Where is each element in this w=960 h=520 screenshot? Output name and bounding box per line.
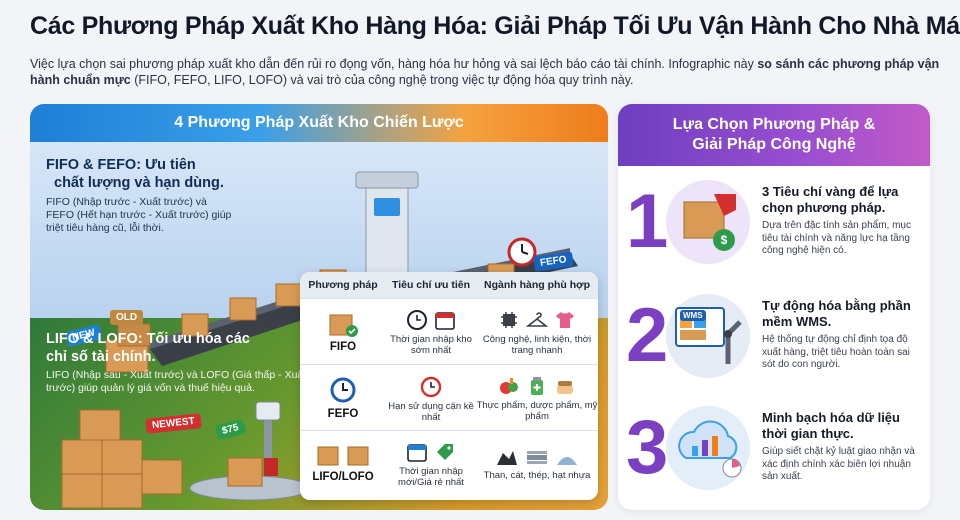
fifo-fefo-title: FIFO & FEFO: Ưu tiên chất lượng và hạn d…	[46, 157, 224, 191]
step-2: WMS 2 Tự động hóa bằng phần mềm WMS. Hệ …	[618, 290, 930, 400]
method-name: FIFO	[329, 341, 357, 353]
calendar-icon	[435, 311, 455, 330]
box-dollar-icon: $	[683, 194, 736, 251]
hanger-icon	[526, 311, 548, 327]
step-1-number: 1	[626, 179, 669, 264]
method-name: LIFO/LOFO	[312, 471, 374, 483]
table-row: FIFO Thời gian nhập kho sớm nhất Công ng…	[300, 298, 598, 364]
solutions-title-line2: Giải Pháp Công Nghệ	[692, 136, 856, 153]
table-row: LIFO/LOFO Thời gian nhập mới/Giá rẻ nhất…	[300, 430, 598, 500]
calendar-icon	[407, 443, 427, 462]
step-3-description: Giúp siết chặt kỷ luật giao nhận và xác …	[762, 446, 915, 482]
intro-part1: Việc lựa chọn sai phương pháp xuất kho d…	[30, 57, 758, 71]
intro-text: Việc lựa chọn sai phương pháp xuất kho d…	[30, 56, 940, 88]
box-icon	[317, 446, 339, 466]
cloud-data-icon	[678, 420, 742, 478]
step-2-illustration	[666, 294, 750, 378]
methods-table: Phương pháp Tiêu chí ưu tiên Ngành hàng …	[300, 272, 598, 500]
clock-icon	[407, 309, 427, 330]
solutions-panel: Lựa Chọn Phương Pháp & Giải Pháp Công Ng…	[618, 104, 930, 510]
industry-text: Thực phẩm, dược phẩm, mỹ phẩm	[476, 399, 598, 422]
food-icon	[500, 377, 518, 394]
table-header-industry: Ngành hàng phù hợp	[476, 272, 598, 298]
step-1-title: 3 Tiêu chí vàng để lựa chọn phương pháp.	[762, 184, 899, 215]
steel-beam-icon	[527, 451, 547, 464]
criteria-text: Thời gian nhập kho sớm nhất	[390, 333, 472, 356]
methods-panel-title: 4 Phương Pháp Xuất Kho Chiến Lược	[174, 114, 464, 131]
box-icon	[347, 446, 369, 466]
table-header-criteria: Tiêu chí ưu tiên	[386, 272, 476, 298]
clock-icon	[330, 377, 356, 403]
criteria-text: Thời gian nhập mới/Giá rẻ nhất	[398, 465, 464, 488]
method-name: FEFO	[327, 408, 359, 420]
intro-part2: (FIFO, FEFO, LIFO, LOFO) và vai trò của …	[130, 73, 634, 87]
solutions-title-line1: Lựa Chọn Phương Pháp &	[672, 116, 876, 133]
criteria-text: Hạn sử dụng cận kề nhất	[388, 400, 474, 423]
step-1-illustration: $	[666, 180, 750, 264]
lifo-lofo-description: LIFO (Nhập sau - Xuất trước) và LOFO (Gi…	[46, 369, 307, 394]
table-row: FEFO Hạn sử dụng cận kề nhất Thực phẩm, …	[300, 364, 598, 430]
wms-label: WMS	[680, 310, 706, 321]
step-2-title: Tự động hóa bằng phần mềm WMS.	[762, 298, 911, 329]
table-header-method: Phương pháp	[300, 272, 386, 298]
step-2-description: Hệ thống tự động chỉ định tọa độ xuất hà…	[762, 334, 910, 370]
chip-icon	[501, 311, 517, 328]
methods-panel: 4 Phương Pháp Xuất Kho Chiến Lược	[30, 104, 608, 510]
cosmetic-icon	[557, 380, 573, 394]
methods-panel-header: 4 Phương Pháp Xuất Kho Chiến Lược	[30, 104, 608, 142]
box-check-icon	[329, 314, 358, 337]
industry-text: Than, cát, thép, hạt nhựa	[483, 470, 591, 481]
solutions-panel-header: Lựa Chọn Phương Pháp & Giải Pháp Công Ng…	[618, 104, 930, 166]
intro-bold: so sánh các phương pháp vận hành chuẩn m…	[30, 57, 940, 87]
medicine-icon	[531, 376, 543, 395]
fifo-fefo-description: FIFO (Nhập trước - Xuất trước) và FEFO (…	[46, 196, 232, 234]
wms-screen-icon	[675, 307, 742, 364]
step-3: 3 Minh bạch hóa dữ liệu thời gian thực. …	[618, 402, 930, 510]
page-title: Các Phương Pháp Xuất Kho Hàng Hóa: Giải …	[30, 12, 960, 40]
step-3-title: Minh bạch hóa dữ liệu thời gian thực.	[762, 410, 900, 441]
step-2-number: 2	[626, 293, 669, 378]
step-3-number: 3	[626, 405, 669, 490]
industry-text: Công nghệ, linh kiện, thời trang nhanh	[482, 333, 592, 356]
scale-illustration	[61, 401, 311, 509]
old-tag: OLD	[110, 310, 144, 325]
shirt-icon	[556, 311, 574, 328]
step-1: $ 1 3 Tiêu chí vàng để lựa chọn phương p…	[618, 176, 930, 286]
step-3-illustration	[666, 406, 750, 490]
price-tag-icon	[437, 443, 453, 460]
step-1-description: Dựa trên đặc tính sản phẩm, mục tiêu tài…	[762, 220, 911, 256]
coal-icon	[497, 451, 517, 465]
svg-text:$: $	[721, 233, 728, 247]
lifo-lofo-title: LIFO & LOFO: Tối ưu hóa các chỉ số tài c…	[46, 331, 250, 365]
pellets-icon	[557, 457, 577, 465]
alarm-clock-icon	[420, 376, 442, 397]
